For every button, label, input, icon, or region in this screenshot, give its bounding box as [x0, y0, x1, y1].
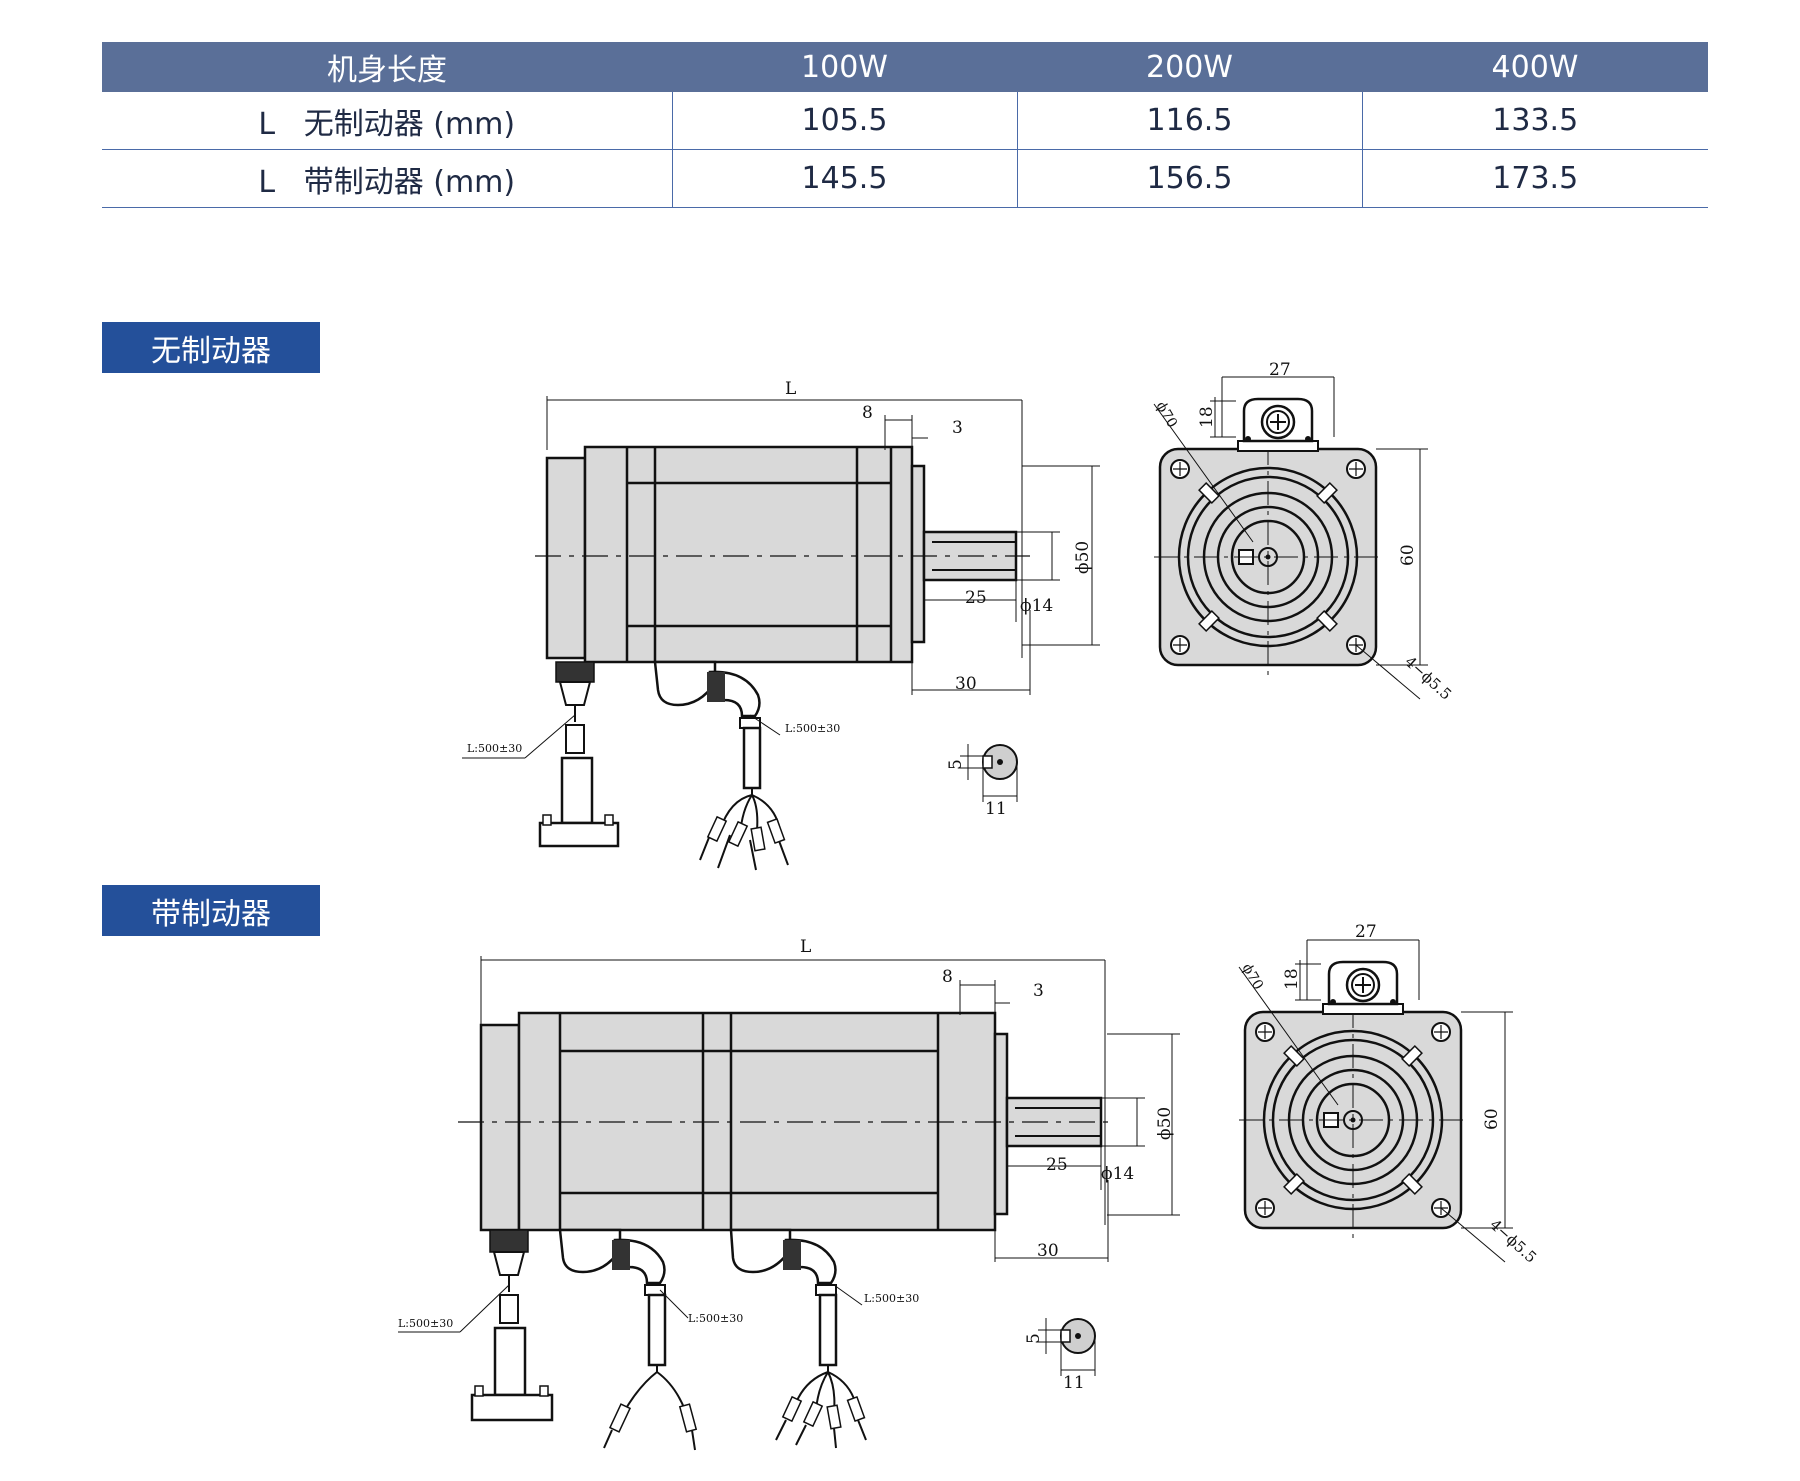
- cable-length-label: L:500±30: [688, 1312, 743, 1325]
- dim-25: 25: [965, 588, 987, 608]
- dim-30: 30: [955, 674, 977, 694]
- dim-8: 8: [942, 967, 953, 987]
- table-cell: 105.5: [671, 92, 1017, 150]
- dim-key-5: 5: [946, 759, 966, 770]
- header-200w: 200W: [1017, 42, 1362, 92]
- dim-3: 3: [952, 418, 963, 438]
- dim-key-5: 5: [1024, 1333, 1044, 1344]
- row-label-with-brake: L 带制动器 (mm): [102, 149, 672, 208]
- header-100w: 100W: [672, 42, 1017, 92]
- cable-length-label: L:500±30: [864, 1292, 919, 1305]
- dim-phi70: ϕ70: [1153, 399, 1181, 431]
- header-body-length: 机身长度: [102, 42, 672, 92]
- side-view-no-brake: [462, 396, 1100, 871]
- front-view-no-brake: [1152, 376, 1428, 700]
- table-row: L 带制动器 (mm) 145.5 156.5 173.5: [102, 149, 1708, 208]
- dim-key-11: 11: [985, 799, 1007, 819]
- dim-18: 18: [1197, 406, 1217, 428]
- dim-3: 3: [1033, 981, 1044, 1001]
- dim-27: 27: [1355, 922, 1377, 942]
- table-cell: 116.5: [1016, 92, 1362, 150]
- cable-length-label: L:500±30: [467, 742, 522, 755]
- table-header-row: 机身长度 100W 200W 400W: [102, 42, 1708, 92]
- table-cell: 133.5: [1361, 92, 1708, 150]
- dim-phi50: ϕ50: [1073, 541, 1093, 574]
- dim-length: L: [785, 379, 796, 399]
- dim-holes: 4−ϕ5.5: [1486, 1216, 1540, 1267]
- dim-key-11: 11: [1063, 1373, 1085, 1393]
- dim-18: 18: [1282, 968, 1302, 990]
- motor-length-table: 机身长度 100W 200W 400W L 无制动器 (mm) 105.5 11…: [102, 42, 1708, 208]
- table-cell: 156.5: [1016, 149, 1362, 208]
- dim-25: 25: [1046, 1155, 1068, 1175]
- cable-length-label: L:500±30: [785, 722, 840, 735]
- header-400w: 400W: [1362, 42, 1708, 92]
- side-view-with-brake: [398, 956, 1180, 1451]
- dim-holes: 4−ϕ5.5: [1401, 653, 1455, 704]
- dim-phi50: ϕ50: [1155, 1107, 1175, 1140]
- dim-length: L: [800, 937, 811, 957]
- dim-60: 60: [1482, 1108, 1502, 1130]
- shaft-key-section-no-brake: [960, 744, 1018, 802]
- shaft-key-section-with-brake: [1038, 1318, 1096, 1376]
- dim-phi14: ϕ14: [1020, 596, 1053, 616]
- dim-30: 30: [1037, 1241, 1059, 1261]
- row-label-no-brake: L 无制动器 (mm): [102, 92, 672, 150]
- dim-60: 60: [1398, 544, 1418, 566]
- table-cell: 173.5: [1361, 149, 1708, 208]
- cable-length-label: L:500±30: [398, 1317, 453, 1330]
- dim-8: 8: [862, 403, 873, 423]
- front-view-with-brake: [1237, 939, 1513, 1263]
- table-cell: 145.5: [671, 149, 1017, 208]
- table-row: L 无制动器 (mm) 105.5 116.5 133.5: [102, 92, 1708, 150]
- dim-27: 27: [1269, 360, 1291, 380]
- section-tag-no-brake: 无制动器: [102, 322, 320, 373]
- section-tag-with-brake: 带制动器: [102, 885, 320, 936]
- dim-phi70: ϕ70: [1239, 961, 1267, 993]
- dim-phi14: ϕ14: [1101, 1164, 1134, 1184]
